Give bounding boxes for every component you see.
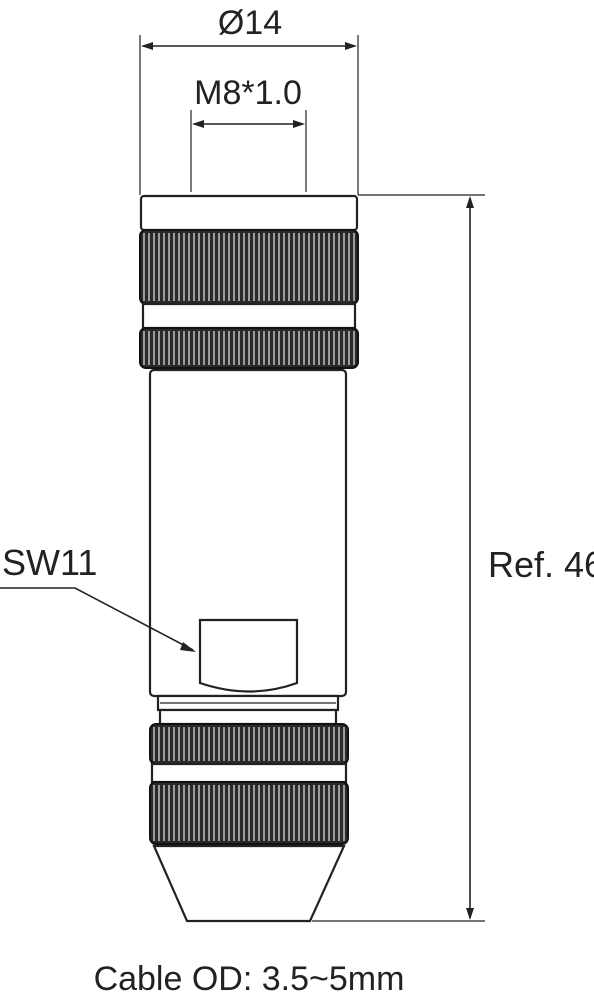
wrench-size-label: SW11 (2, 542, 97, 583)
second-knurl-lines (143, 331, 355, 365)
bottom-knurl-lines (153, 785, 345, 841)
length-label: Ref. 46 (488, 544, 594, 585)
thread-label: M8*1.0 (194, 74, 302, 112)
wrench-size-callout: SW11 (0, 542, 196, 652)
length-dimension: Ref. 46 (312, 194, 594, 922)
outer-diameter-label: Ø14 (218, 4, 282, 42)
upper-knurl-lines (143, 233, 355, 301)
lower-knurl-lines (153, 727, 345, 761)
outer-diameter-dimension: Ø14 (139, 4, 359, 195)
cable-od-caption: Cable OD: 3.5~5mm (94, 960, 405, 998)
connector-body (139, 194, 359, 923)
thread-dimension: M8*1.0 (190, 74, 307, 192)
